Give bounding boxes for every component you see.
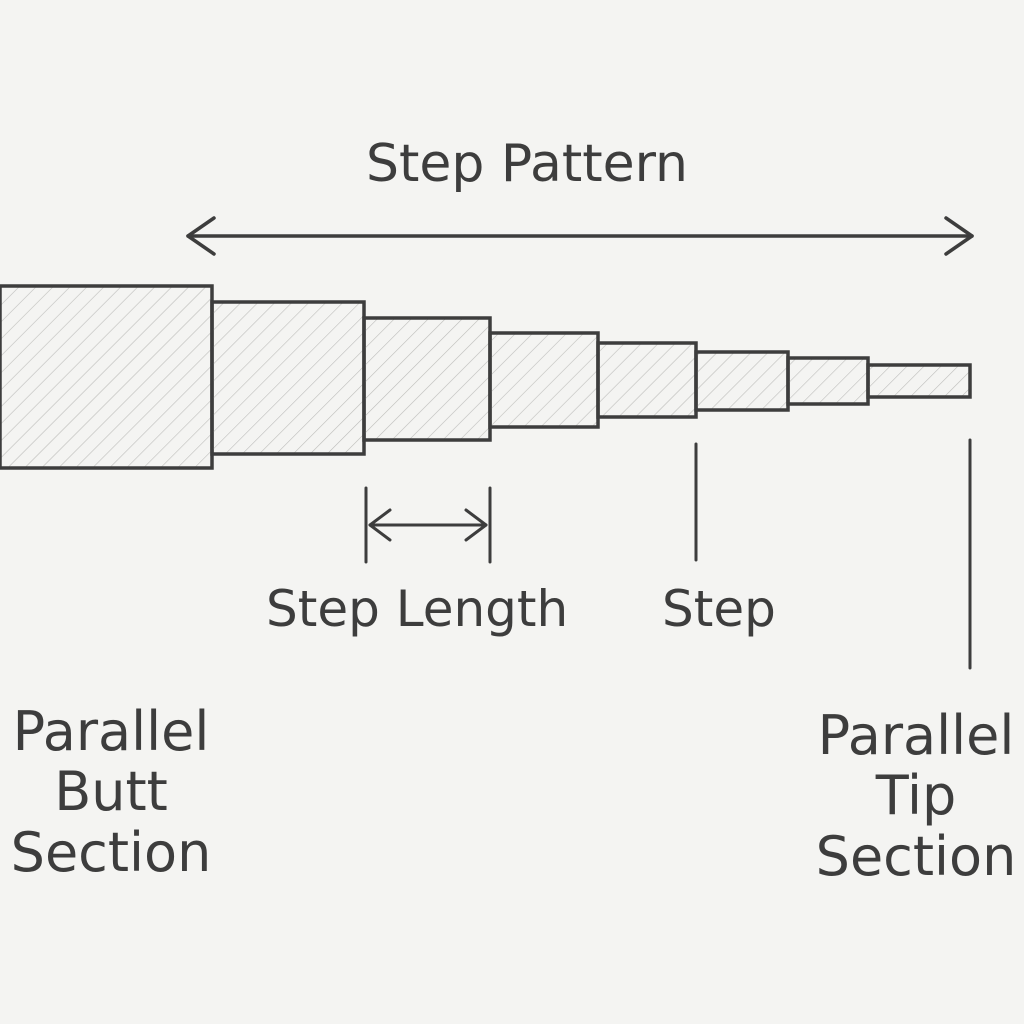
butt-line-2: Butt: [54, 760, 168, 824]
butt-line-1: Parallel: [12, 700, 210, 763]
parallel-butt-section-label: Parallel Butt Section: [0, 700, 230, 884]
tip-line-1: Parallel: [817, 704, 1015, 767]
diagram-title: Step Pattern: [366, 134, 689, 194]
tip-line-2: Tip: [875, 764, 957, 828]
step-section-7: [786, 356, 870, 406]
step-section-4: [488, 331, 600, 429]
stepped-sections: [0, 284, 972, 470]
step-section-1: [0, 284, 214, 470]
step-section-6: [694, 350, 790, 412]
step-section-8: [866, 363, 972, 399]
step-length-label: Step Length: [266, 580, 569, 638]
parallel-tip-section-label: Parallel Tip Section: [790, 704, 1024, 888]
step-section-2: [210, 300, 366, 456]
step-length-dimension: [364, 486, 492, 564]
butt-line-3: Section: [10, 820, 212, 884]
step-section-3: [362, 316, 492, 442]
step-pattern-arrow: [186, 216, 974, 256]
step-label: Step: [662, 580, 776, 638]
step-section-5: [596, 341, 698, 419]
tip-line-3: Section: [815, 824, 1017, 888]
